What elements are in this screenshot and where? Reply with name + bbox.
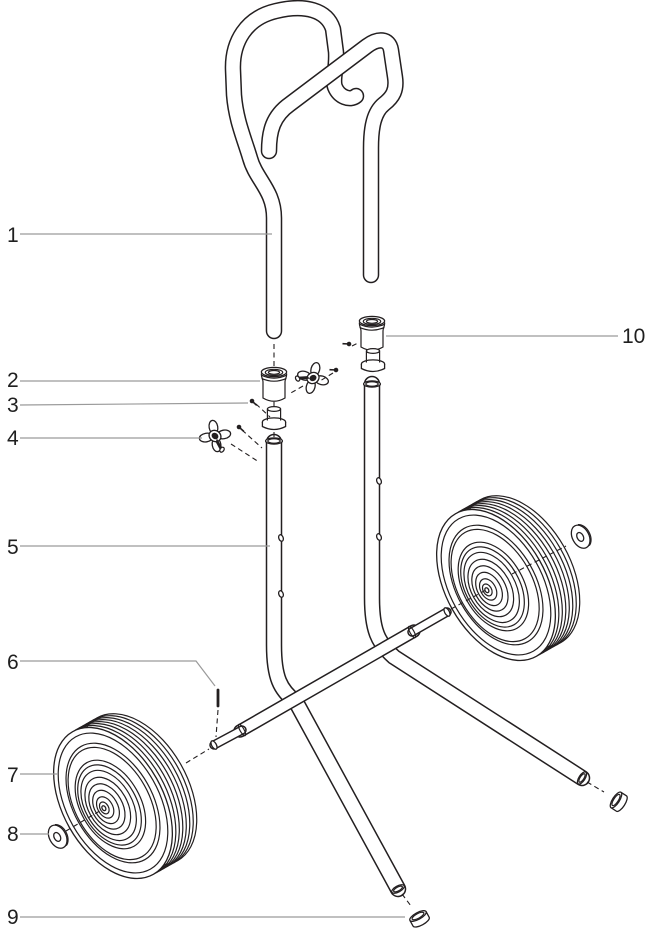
callout-6-leader: [20, 660, 216, 687]
callout-1-label: 1: [7, 224, 19, 247]
callout-5-label: 5: [7, 536, 19, 559]
right-axle-washer: [566, 520, 596, 553]
spacer-plug-right: [360, 347, 386, 373]
right-leg-pin-hole-upper: [375, 477, 383, 485]
left-foot-cap: [407, 907, 432, 930]
handle-hook-tube: [260, 32, 404, 284]
handle-bushing-left: [260, 366, 288, 402]
left-wheel: [28, 692, 222, 900]
axle-tube: [209, 607, 452, 750]
handle-tube: [224, 0, 365, 340]
set-screw-knob-lower: [235, 423, 246, 433]
callout-6-label: 6: [7, 651, 19, 674]
right-leg-tube: [362, 375, 591, 787]
left-leg-tube: [264, 433, 407, 898]
handle-bushing-right: [358, 315, 386, 351]
set-screw-knob-upper: [328, 365, 340, 376]
clamp-knob-upper: [291, 357, 334, 399]
callout-3-label: 3: [7, 394, 19, 417]
right-leg-pin-hole-lower: [375, 533, 383, 541]
callout-7-label: 7: [7, 764, 19, 787]
left-axle-washer: [43, 820, 73, 853]
spacer-plug-left: [261, 405, 287, 431]
callout-2-label: 2: [7, 369, 19, 392]
left-leg-pin-hole-lower: [277, 590, 285, 598]
left-leg-pin-hole-upper: [277, 534, 285, 542]
callout-10-label: 10: [622, 325, 645, 348]
set-screw-bushing-right: [341, 339, 353, 350]
right-foot-cap: [607, 789, 630, 814]
callout-3-leader: [19, 402, 249, 406]
clamp-knob-lower: [194, 415, 237, 458]
right-wheel: [411, 474, 605, 682]
assembly-dashed-lines: [65, 342, 605, 907]
callout-9-label: 9: [7, 906, 19, 929]
callout-4-label: 4: [7, 427, 19, 450]
callout-8-label: 8: [7, 823, 19, 846]
